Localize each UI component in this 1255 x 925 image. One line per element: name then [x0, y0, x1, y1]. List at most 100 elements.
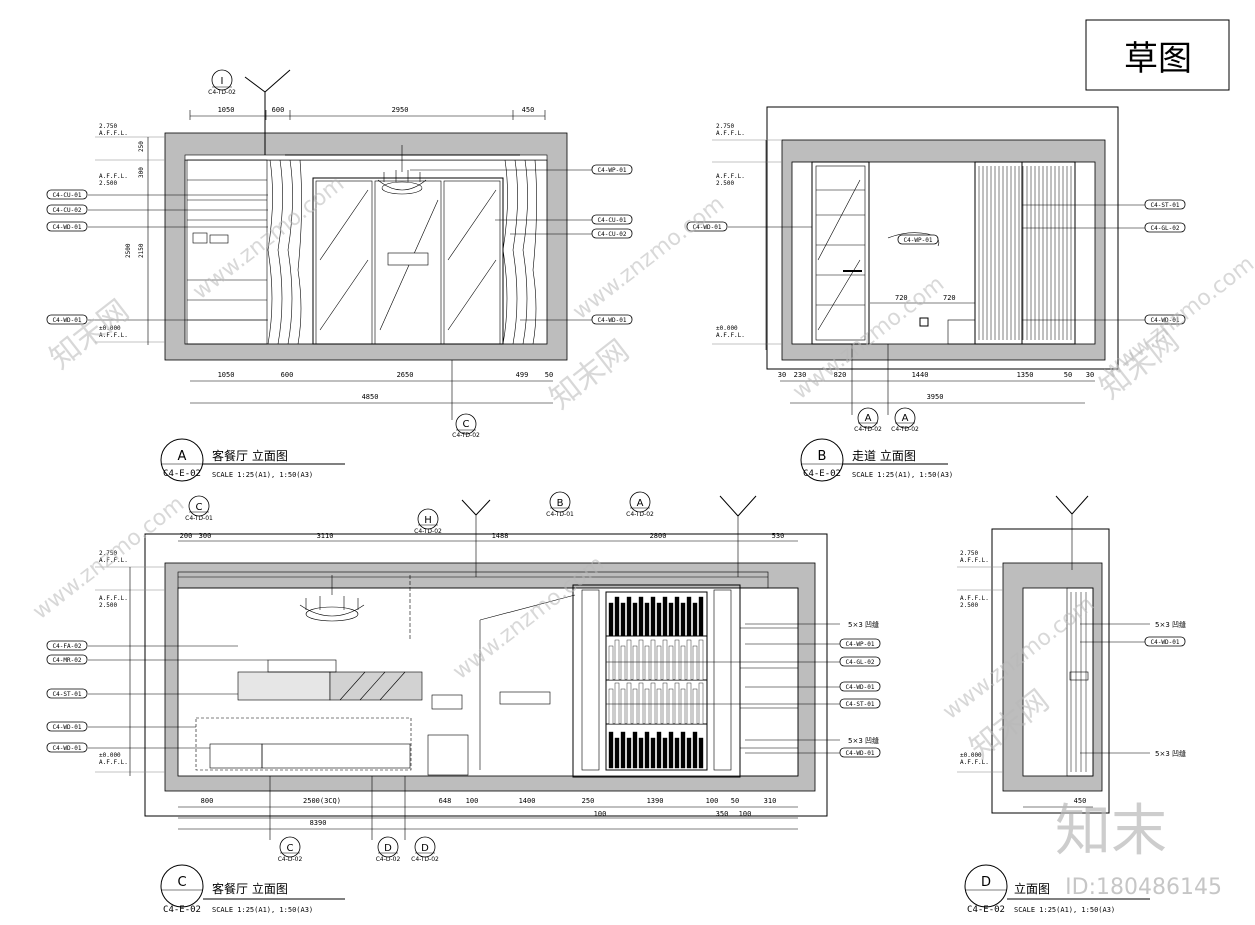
dims-b-bottom: 30 230 820 1440 1350 50 30 3950	[778, 371, 1095, 404]
svg-text:C4-E-02: C4-E-02	[803, 469, 841, 479]
title-block-a: A C4-E-02 客餐厅 立面图 SCALE 1:25(A1), 1:50(A…	[160, 438, 345, 482]
book	[644, 688, 650, 725]
ref-bubble[interactable]: I C4-TD-02	[208, 69, 236, 96]
draft-stamp-label: 草图	[1124, 39, 1192, 79]
section-mark-c	[461, 495, 757, 577]
book	[650, 596, 656, 637]
refs-c-left: C4-FA-02 C4-MR-02 C4-ST-01 C4-WD-01 C4-W…	[46, 640, 268, 753]
svg-text:A.F.F.L.: A.F.F.L.	[99, 332, 128, 339]
svg-text:C4-TD-02: C4-TD-02	[208, 89, 236, 96]
ref-bubble[interactable]: A C4-TD-02	[887, 344, 919, 433]
draft-stamp: 草图	[1085, 19, 1230, 91]
svg-text:100: 100	[594, 810, 607, 818]
wardrobe-stripes-b	[978, 166, 1072, 340]
ref-bubble[interactable]: A C4-TD-02	[626, 491, 654, 518]
book	[674, 737, 680, 769]
title-block-d: D C4-E-02 立面图 SCALE 1:25(A1), 1:50(A3)	[964, 864, 1150, 915]
levels-a: 2.750 A.F.F.L. A.F.F.L. 2.500 ±0.000 A.F…	[95, 123, 165, 345]
watermark-id: ID:180486145	[1065, 875, 1222, 900]
svg-text:A.F.F.L.: A.F.F.L.	[960, 557, 989, 564]
svg-text:720: 720	[895, 294, 908, 302]
svg-text:2.750: 2.750	[960, 550, 978, 557]
svg-text:H: H	[424, 515, 432, 526]
refs-d: 5×3 凹缝 C4-WD-01 5×3 凹缝	[1080, 620, 1186, 758]
book	[662, 596, 668, 637]
book	[674, 682, 680, 725]
svg-text:2.750: 2.750	[99, 550, 117, 557]
svg-text:3110: 3110	[317, 532, 334, 540]
book	[680, 645, 686, 681]
book	[692, 645, 698, 681]
ref-bubble[interactable]: C C4-D-02	[269, 776, 302, 863]
elevation-c: C C4-TD-01 H C4-TD-02 B C4-TD-01 A C4-TD…	[46, 491, 881, 915]
book	[662, 639, 668, 681]
dims-a-top: 1050 600 2950 450	[189, 106, 546, 120]
svg-text:A: A	[865, 413, 872, 424]
book	[632, 645, 638, 681]
svg-text:C4-ST-01: C4-ST-01	[53, 691, 82, 698]
book	[632, 688, 638, 725]
book	[650, 682, 656, 725]
book	[626, 682, 632, 725]
svg-text:C4-WD-01: C4-WD-01	[693, 224, 722, 231]
svg-text:2.750: 2.750	[716, 123, 734, 130]
svg-text:2.500: 2.500	[99, 602, 117, 609]
svg-text:C4-CU-02: C4-CU-02	[598, 231, 627, 238]
svg-text:D: D	[421, 843, 429, 854]
title-block-b: B C4-E-02 走道 立面图 SCALE 1:25(A1), 1:50(A3…	[800, 438, 953, 482]
svg-text:30: 30	[1086, 371, 1094, 379]
ref-bubble[interactable]: D C4-D-02	[371, 776, 400, 863]
svg-text:100: 100	[706, 797, 719, 805]
ref-bubble[interactable]: C C4-TD-02	[451, 360, 480, 439]
svg-text:A.F.F.L.: A.F.F.L.	[99, 173, 128, 180]
svg-text:2650: 2650	[397, 371, 414, 379]
svg-text:C4-WD-01: C4-WD-01	[1151, 317, 1180, 324]
svg-text:250: 250	[582, 797, 595, 805]
ref-bubble[interactable]: C C4-TD-01	[185, 495, 213, 522]
svg-text:C4-E-02: C4-E-02	[163, 905, 201, 915]
refs-b: C4-WD-01 C4-ST-01 C4-GL-02 C4-WD-01	[686, 199, 1186, 325]
door-b	[811, 161, 870, 345]
book	[692, 688, 698, 725]
book	[656, 645, 662, 681]
svg-text:820: 820	[834, 371, 847, 379]
partition-c	[409, 575, 576, 770]
ref-bubble[interactable]: H C4-TD-02	[414, 508, 442, 535]
svg-text:C4-E-02: C4-E-02	[163, 469, 201, 479]
svg-text:648: 648	[439, 797, 452, 805]
svg-text:1390: 1390	[647, 797, 664, 805]
svg-text:A.F.F.L.: A.F.F.L.	[716, 332, 745, 339]
svg-text:2.500: 2.500	[716, 180, 734, 187]
svg-text:C4-WP-01: C4-WP-01	[904, 237, 933, 244]
svg-text:A.F.F.L.: A.F.F.L.	[960, 595, 989, 602]
book	[638, 596, 644, 637]
svg-text:SCALE 1:25(A1), 1:50(A3): SCALE 1:25(A1), 1:50(A3)	[212, 471, 313, 479]
svg-text:C4-WP-01: C4-WP-01	[846, 641, 875, 648]
watermark-site: www.znzmo.com	[568, 191, 729, 324]
book	[656, 688, 662, 725]
book	[656, 602, 662, 637]
svg-text:±0.000: ±0.000	[99, 325, 121, 332]
book	[638, 639, 644, 681]
svg-text:A.F.F.L.: A.F.F.L.	[99, 130, 128, 137]
svg-text:2150: 2150	[138, 243, 145, 258]
book	[608, 731, 614, 769]
book	[686, 737, 692, 769]
svg-text:±0.000: ±0.000	[960, 752, 982, 759]
book	[686, 596, 692, 637]
svg-text:C4-WP-01: C4-WP-01	[598, 167, 627, 174]
svg-text:B: B	[557, 498, 564, 509]
levels-c: 2.750 A.F.F.L. A.F.F.L. 2.500 ±0.000 A.F…	[95, 550, 165, 776]
svg-text:C: C	[196, 502, 203, 513]
book	[620, 731, 626, 769]
ref-bubble[interactable]: D C4-TD-02	[404, 776, 439, 863]
book	[626, 639, 632, 681]
book	[644, 731, 650, 769]
ref-bubble[interactable]: B C4-TD-01	[546, 491, 574, 518]
svg-text:C4-TD-02: C4-TD-02	[411, 856, 439, 863]
svg-text:C4-TD-02: C4-TD-02	[891, 426, 919, 433]
ref-bubble[interactable]: A C4-TD-02	[851, 344, 882, 433]
svg-text:C4-TD-02: C4-TD-02	[626, 511, 654, 518]
svg-text:499: 499	[516, 371, 529, 379]
